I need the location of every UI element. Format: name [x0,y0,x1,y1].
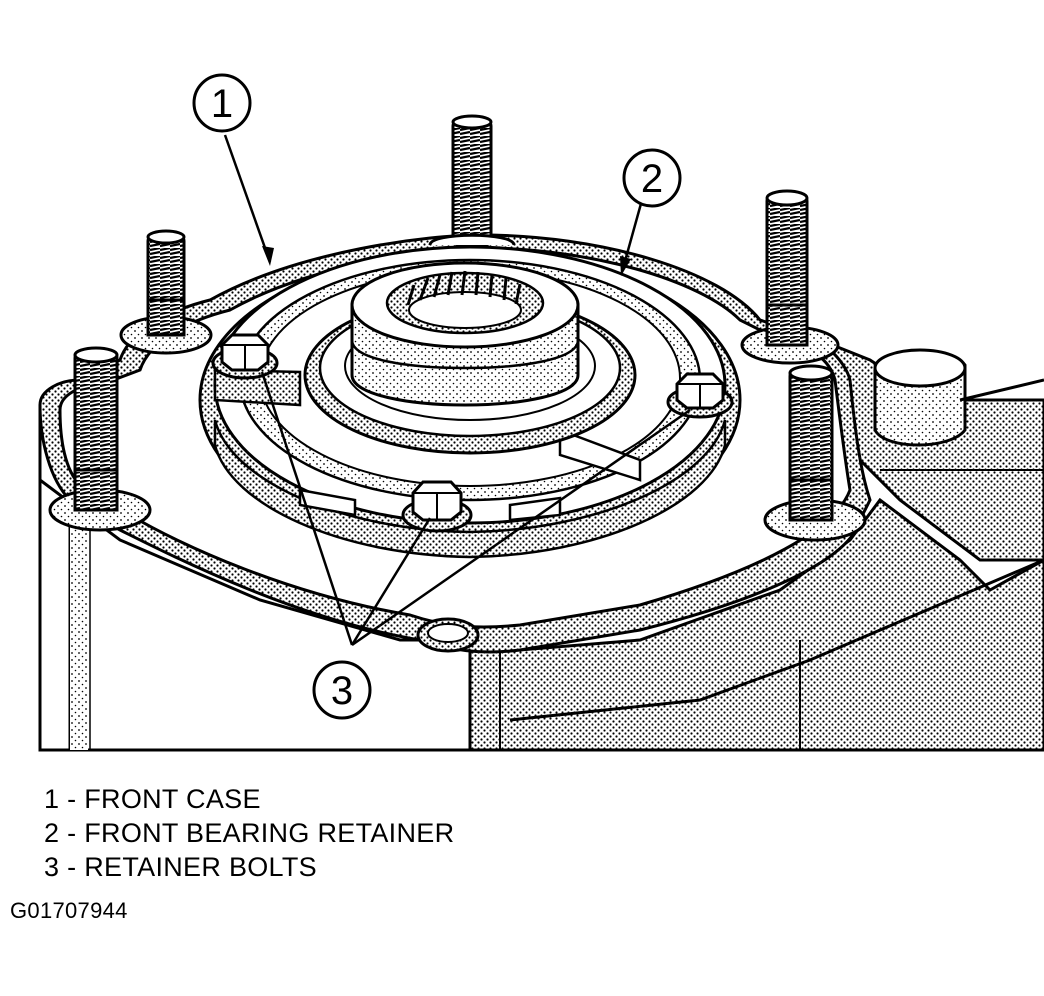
parts-legend: 1 - FRONT CASE 2 - FRONT BEARING RETAINE… [44,782,454,884]
mounting-studs [48,114,867,542]
callout-leaders [223,134,691,647]
legend-label: RETAINER BOLTS [84,852,317,882]
legend-label: FRONT BEARING RETAINER [84,818,455,848]
callout-2: 2 [622,148,682,208]
leader-1 [223,134,272,263]
callout-1: 1 [192,73,252,133]
legend-separator: - [67,852,85,882]
front-case-body [38,337,1044,752]
leader-3c [351,408,691,647]
legend-number: 3 [44,852,60,882]
legend-separator: - [67,784,85,814]
leader-3a [260,371,354,646]
transfer-case-illustration: 1 2 3 [38,73,1044,752]
legend-number: 2 [44,818,60,848]
callout-3: 3 [312,660,372,720]
stud-lower-left [48,346,152,532]
callout-1-number: 1 [211,82,233,126]
stud-lower-right [763,364,867,542]
retainer-bolt-right [666,372,734,419]
stud-upper-left [119,229,213,355]
leader-3b [350,517,432,646]
legend-number: 1 [44,784,60,814]
stud-top-center [428,114,516,247]
legend-item-retainer-bolts: 3 - RETAINER BOLTS [44,850,454,884]
output-shaft [350,261,580,407]
retainer-bolts [211,333,734,533]
legend-item-front-bearing-retainer: 2 - FRONT BEARING RETAINER [44,816,454,850]
stud-upper-right [740,189,840,365]
callout-arrowheads [262,246,631,276]
legend-label: FRONT CASE [84,784,261,814]
retainer-bolt-left [211,333,279,380]
retainer-bolt-bottom [401,480,473,533]
callout-2-number: 2 [641,157,663,201]
legend-separator: - [67,818,85,848]
figure-id: G01707944 [10,898,128,923]
legend-item-front-case: 1 - FRONT CASE [44,782,454,816]
callout-3-number: 3 [331,669,353,713]
